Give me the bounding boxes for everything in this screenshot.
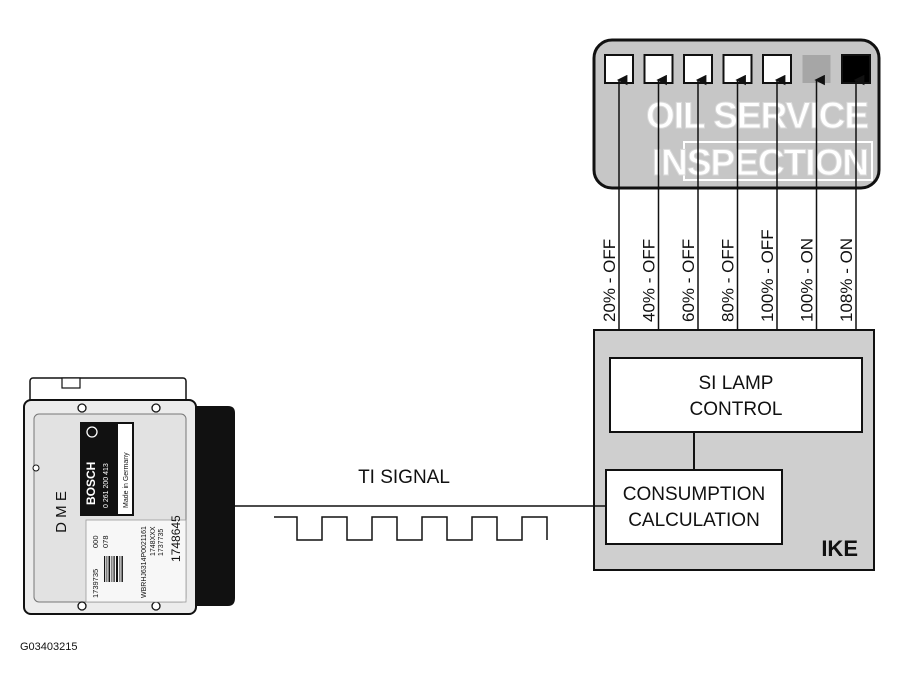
dme-label: D M E <box>53 491 70 533</box>
inspection-label: INSPECTION <box>652 142 868 183</box>
service-indicator-panel: OIL SERVICE INSPECTION <box>592 38 881 190</box>
signal-level-label: 60% - OFF <box>679 239 698 322</box>
ti-signal: TI SIGNAL <box>224 467 606 541</box>
ti-signal-label: TI SIGNAL <box>358 467 450 488</box>
dme-control-unit: D M E BOSCH 0 261 200 413 Made in German… <box>23 377 235 615</box>
indicator-lamp <box>643 54 674 84</box>
dme-code-3: 078 <box>101 535 110 548</box>
dme-screw <box>32 464 40 472</box>
lamp-row <box>604 54 871 84</box>
lamp-signal-lines <box>616 74 865 358</box>
dme-serial-c: 1737735 <box>158 529 165 556</box>
dme-code-sticker <box>85 519 187 603</box>
dme-code-2: 000 <box>91 535 100 548</box>
signal-level-label: 80% - OFF <box>719 239 738 322</box>
dme-serial-d: 1748645 <box>169 515 183 562</box>
si-lamp-control-line2: CONTROL <box>690 399 783 420</box>
made-in-germany-strip <box>118 424 132 514</box>
dme-code-1: 1739735 <box>91 569 100 598</box>
signal-level-label: 100% - OFF <box>758 229 777 322</box>
dme-screw <box>77 403 87 413</box>
bosch-part-number: 0 261 200 413 <box>103 463 110 508</box>
made-in-germany: Made in Germany <box>123 452 130 508</box>
dme-connector <box>196 406 235 606</box>
indicator-lamp <box>802 55 831 83</box>
indicator-lamp <box>722 54 753 84</box>
dme-serial-a: WBRHJ6314P0021161 <box>141 526 148 598</box>
dme-screw <box>151 403 161 413</box>
lamp-signal-labels: 20% - OFF 40% - OFF 60% - OFF 80% - OFF 100%… <box>600 229 856 322</box>
signal-level-label: 100% - ON <box>798 238 817 322</box>
oil-service-label: OIL SERVICE <box>646 95 868 136</box>
ti-pulse-train <box>274 516 548 541</box>
dme-screw <box>77 601 87 611</box>
signal-level-label: 20% - OFF <box>600 239 619 322</box>
bosch-brand: BOSCH <box>84 462 98 505</box>
dme-serial-b: 1748XXX <box>150 526 157 556</box>
si-lamp-control-line1: SI LAMP <box>699 373 774 394</box>
dme-barcode <box>104 556 123 582</box>
figure-id: G03403215 <box>20 641 78 653</box>
indicator-lamp <box>841 54 871 84</box>
consumption-calculation-box <box>605 469 783 545</box>
signal-level-label: 108% - ON <box>837 238 856 322</box>
si-lamp-control-box <box>609 357 863 433</box>
indicator-lamp <box>762 54 792 84</box>
consumption-line1: CONSUMPTION <box>623 484 766 505</box>
inspection-label-frame <box>683 141 873 181</box>
ike-module: SI LAMP CONTROL CONSUMPTION CALCULATION … <box>593 329 875 571</box>
dme-screw <box>151 601 161 611</box>
consumption-line2: CALCULATION <box>628 510 760 531</box>
bosch-logo-icon <box>86 426 98 438</box>
dme-tab-notch <box>61 377 81 389</box>
indicator-lamp <box>683 54 713 84</box>
signal-level-label: 40% - OFF <box>640 239 659 322</box>
indicator-lamp <box>604 54 634 84</box>
ike-label: IKE <box>821 536 858 561</box>
